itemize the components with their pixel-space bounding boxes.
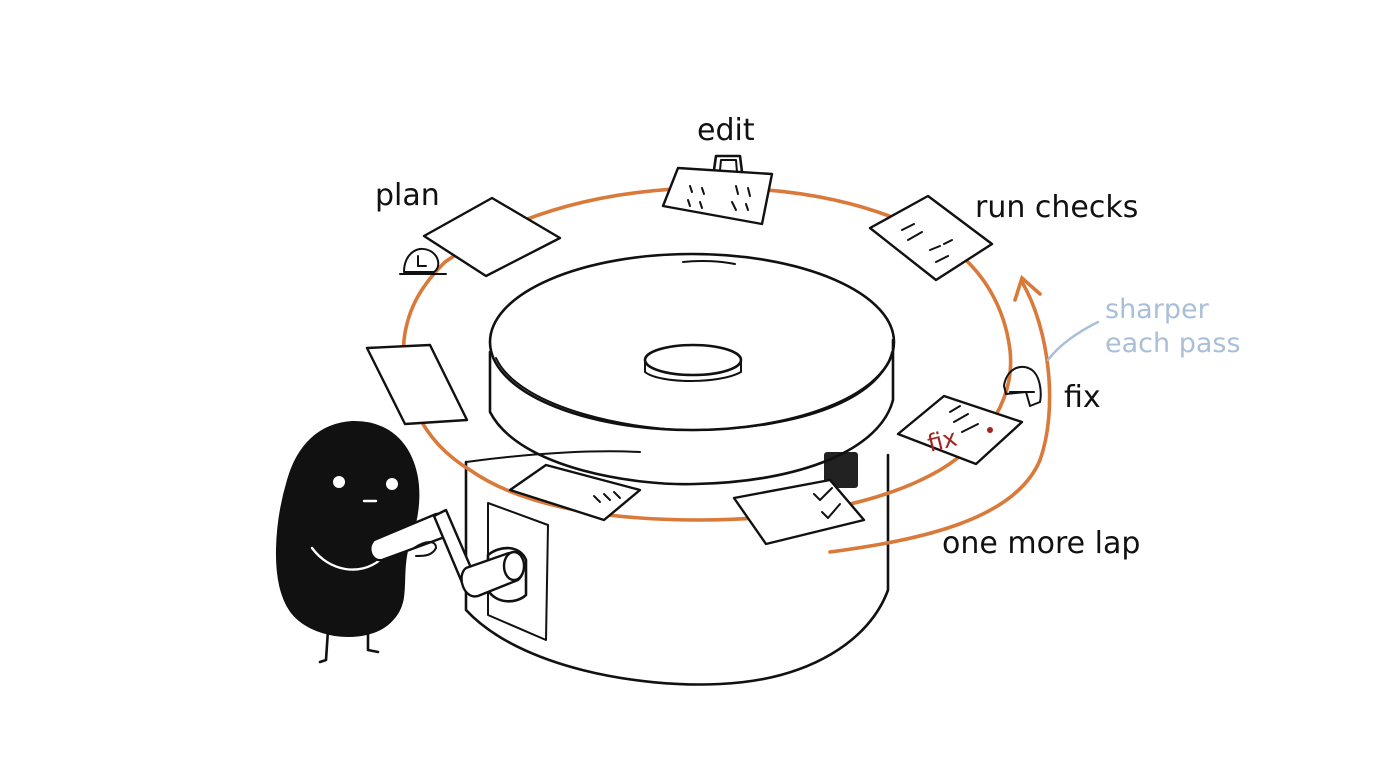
turntable-side [488, 338, 895, 486]
plan-sheet [422, 196, 562, 278]
briefcase-icon [712, 154, 744, 174]
character-eye-right [386, 478, 398, 490]
loop-machine [464, 252, 896, 686]
run-checks-sheet [868, 194, 994, 282]
sharper-note: sharper each pass [1046, 294, 1241, 362]
turntable-hub [643, 343, 743, 377]
fix-sheet-dot [987, 427, 993, 433]
label-fix: fix [1064, 380, 1101, 415]
machine-slot [824, 452, 858, 488]
desk-lamp-icon [399, 247, 447, 275]
crank-axle-end [502, 550, 526, 582]
loop-return-arrow-head [1013, 274, 1042, 302]
character-hand [413, 541, 437, 557]
machine-crank-hub [486, 546, 528, 603]
character-arm-back [310, 546, 382, 571]
blob-character [276, 420, 526, 664]
loop-return-arrow [828, 280, 1052, 554]
fix-sheet-label: fix [925, 424, 960, 458]
label-sharper: sharper [1105, 294, 1210, 325]
turntable-top-tick [682, 259, 736, 265]
machine-housing [464, 453, 890, 686]
output-sheet-right [732, 478, 866, 546]
edit-sheet [661, 166, 774, 226]
turntable-hub-side [644, 359, 742, 382]
character-body [276, 420, 420, 637]
output-sheet-left [508, 463, 642, 522]
turntable-top-rim [495, 351, 893, 432]
label-run-checks: run checks [975, 190, 1138, 225]
stapler-icon [1003, 365, 1042, 407]
label-edit: edit [697, 113, 755, 148]
machine-housing-seam [465, 450, 641, 463]
label-one-more-lap: one more lap [942, 526, 1140, 561]
label-each-pass: each pass [1105, 328, 1241, 359]
turntable-top [488, 252, 896, 432]
sharper-note-leader [1046, 320, 1100, 362]
label-plan: plan [375, 178, 440, 213]
character-eye-left [333, 476, 345, 488]
fix-sheet: fix [896, 394, 1024, 466]
left-sheet [365, 343, 469, 426]
